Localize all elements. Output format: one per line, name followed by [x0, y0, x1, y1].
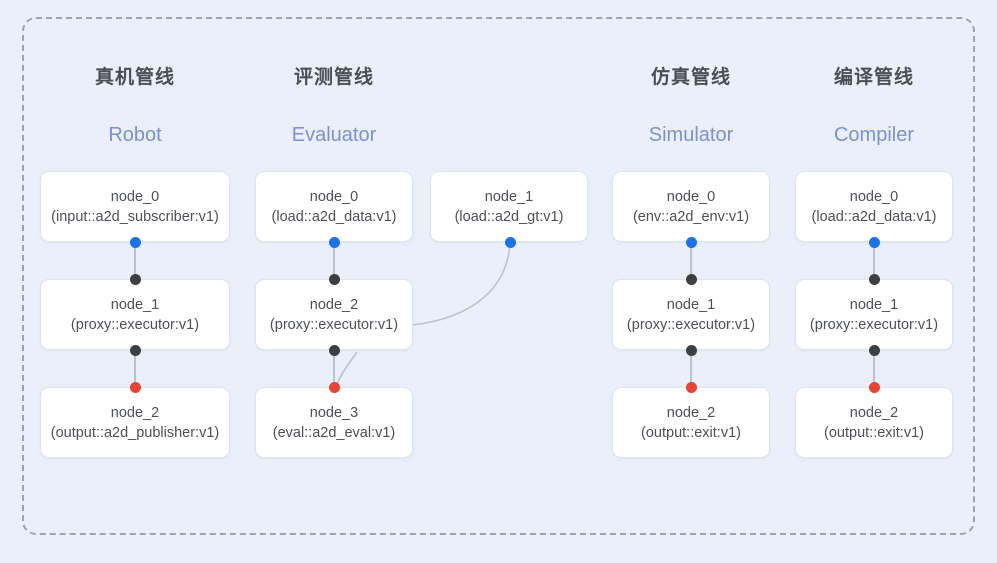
port-dot-input-evaluator-3[interactable]	[328, 381, 340, 393]
node-box-evaluator-3[interactable]: node_3 (eval::a2d_eval:v1)	[255, 387, 413, 458]
port-dot-output-compiler-1[interactable]	[868, 344, 880, 356]
column-header-cn-simulator: 仿真管线	[650, 67, 731, 88]
node-box-compiler-2[interactable]: node_2 (output::exit:v1)	[795, 387, 953, 458]
node-box-robot-2[interactable]: node_2 (output::a2d_publisher:v1)	[40, 387, 230, 458]
port-dot-output-evaluator-0[interactable]	[328, 236, 340, 248]
node-title: node_0	[309, 188, 359, 205]
edge-robot-1-2	[134, 350, 136, 387]
column-header-en-compiler: Compiler	[833, 124, 915, 146]
node-subtitle: (load::a2d_gt:v1)	[454, 208, 564, 225]
edge-compiler-1-2	[873, 350, 875, 387]
node-box-evaluator-2[interactable]: node_2 (proxy::executor:v1)	[255, 279, 413, 350]
node-subtitle: (proxy::executor:v1)	[809, 316, 939, 333]
port-dot-output-simulator-1[interactable]	[685, 344, 697, 356]
node-title: node_2	[309, 296, 359, 313]
port-dot-input-robot-1[interactable]	[129, 273, 141, 285]
node-subtitle: (load::a2d_data:v1)	[811, 208, 937, 225]
pipeline-column-evaluator: 评测管线 Evaluator node_0 (load::a2d_data:v1…	[255, 0, 413, 563]
node-box-compiler-1[interactable]: node_1 (proxy::executor:v1)	[795, 279, 953, 350]
port-dot-input-robot-2[interactable]	[129, 381, 141, 393]
node-title: node_1	[484, 188, 534, 205]
pipeline-column-robot: 真机管线 Robot node_0 (input::a2d_subscriber…	[40, 0, 230, 563]
node-subtitle: (output::exit:v1)	[824, 424, 924, 441]
node-title: node_2	[110, 404, 160, 421]
node-title: node_0	[110, 188, 160, 205]
column-header-cn-compiler: 编译管线	[833, 67, 914, 88]
edge-robot-0-1	[134, 242, 136, 279]
node-box-evaluator-gt[interactable]: node_1 (load::a2d_gt:v1)	[430, 171, 588, 242]
node-subtitle: (eval::a2d_eval:v1)	[272, 424, 396, 441]
node-box-robot-0[interactable]: node_0 (input::a2d_subscriber:v1)	[40, 171, 230, 242]
column-header-cn-evaluator: 评测管线	[293, 67, 374, 88]
port-dot-output-robot-1[interactable]	[129, 344, 141, 356]
port-dot-input-evaluator-2[interactable]	[328, 273, 340, 285]
edge-evaluator-0-2	[333, 242, 335, 279]
node-box-simulator-2[interactable]: node_2 (output::exit:v1)	[612, 387, 770, 458]
port-dot-input-simulator-2[interactable]	[685, 381, 697, 393]
edge-simulator-0-1	[690, 242, 692, 279]
port-dot-output-evaluator-gt[interactable]	[504, 236, 516, 248]
node-subtitle: (proxy::executor:v1)	[70, 316, 200, 333]
column-header-cn-robot: 真机管线	[94, 67, 175, 88]
node-title: node_2	[849, 404, 899, 421]
pipeline-column-compiler: 编译管线 Compiler node_0 (load::a2d_data:v1)…	[795, 0, 953, 563]
port-dot-input-compiler-2[interactable]	[868, 381, 880, 393]
node-box-simulator-0[interactable]: node_0 (env::a2d_env:v1)	[612, 171, 770, 242]
node-box-simulator-1[interactable]: node_1 (proxy::executor:v1)	[612, 279, 770, 350]
node-box-evaluator-0[interactable]: node_0 (load::a2d_data:v1)	[255, 171, 413, 242]
node-subtitle: (input::a2d_subscriber:v1)	[51, 208, 219, 225]
node-title: node_3	[309, 404, 359, 421]
node-title: node_1	[849, 296, 899, 313]
port-dot-output-simulator-0[interactable]	[685, 236, 697, 248]
port-dot-output-evaluator-2[interactable]	[328, 344, 340, 356]
column-header-en-robot: Robot	[108, 124, 162, 146]
node-title: node_0	[666, 188, 716, 205]
node-title: node_1	[666, 296, 716, 313]
node-subtitle: (load::a2d_data:v1)	[271, 208, 397, 225]
node-subtitle: (proxy::executor:v1)	[626, 316, 756, 333]
column-header-en-evaluator: Evaluator	[291, 124, 377, 146]
edge-compiler-0-1	[873, 242, 875, 279]
node-box-compiler-0[interactable]: node_0 (load::a2d_data:v1)	[795, 171, 953, 242]
edge-evaluator-2-3	[333, 350, 335, 387]
port-dot-output-robot-0[interactable]	[129, 236, 141, 248]
dashed-container-frame	[22, 17, 975, 535]
node-subtitle: (output::a2d_publisher:v1)	[50, 424, 220, 441]
node-title: node_0	[849, 188, 899, 205]
port-dot-output-compiler-0[interactable]	[868, 236, 880, 248]
node-box-robot-1[interactable]: node_1 (proxy::executor:v1)	[40, 279, 230, 350]
port-dot-input-simulator-1[interactable]	[685, 273, 697, 285]
column-header-en-simulator: Simulator	[648, 124, 734, 146]
node-subtitle: (proxy::executor:v1)	[269, 316, 399, 333]
node-title: node_1	[110, 296, 160, 313]
node-title: node_2	[666, 404, 716, 421]
edge-simulator-1-2	[690, 350, 692, 387]
node-subtitle: (output::exit:v1)	[641, 424, 741, 441]
port-dot-input-compiler-1[interactable]	[868, 273, 880, 285]
pipeline-column-simulator: 仿真管线 Simulator node_0 (env::a2d_env:v1) …	[612, 0, 770, 563]
node-subtitle: (env::a2d_env:v1)	[632, 208, 750, 225]
